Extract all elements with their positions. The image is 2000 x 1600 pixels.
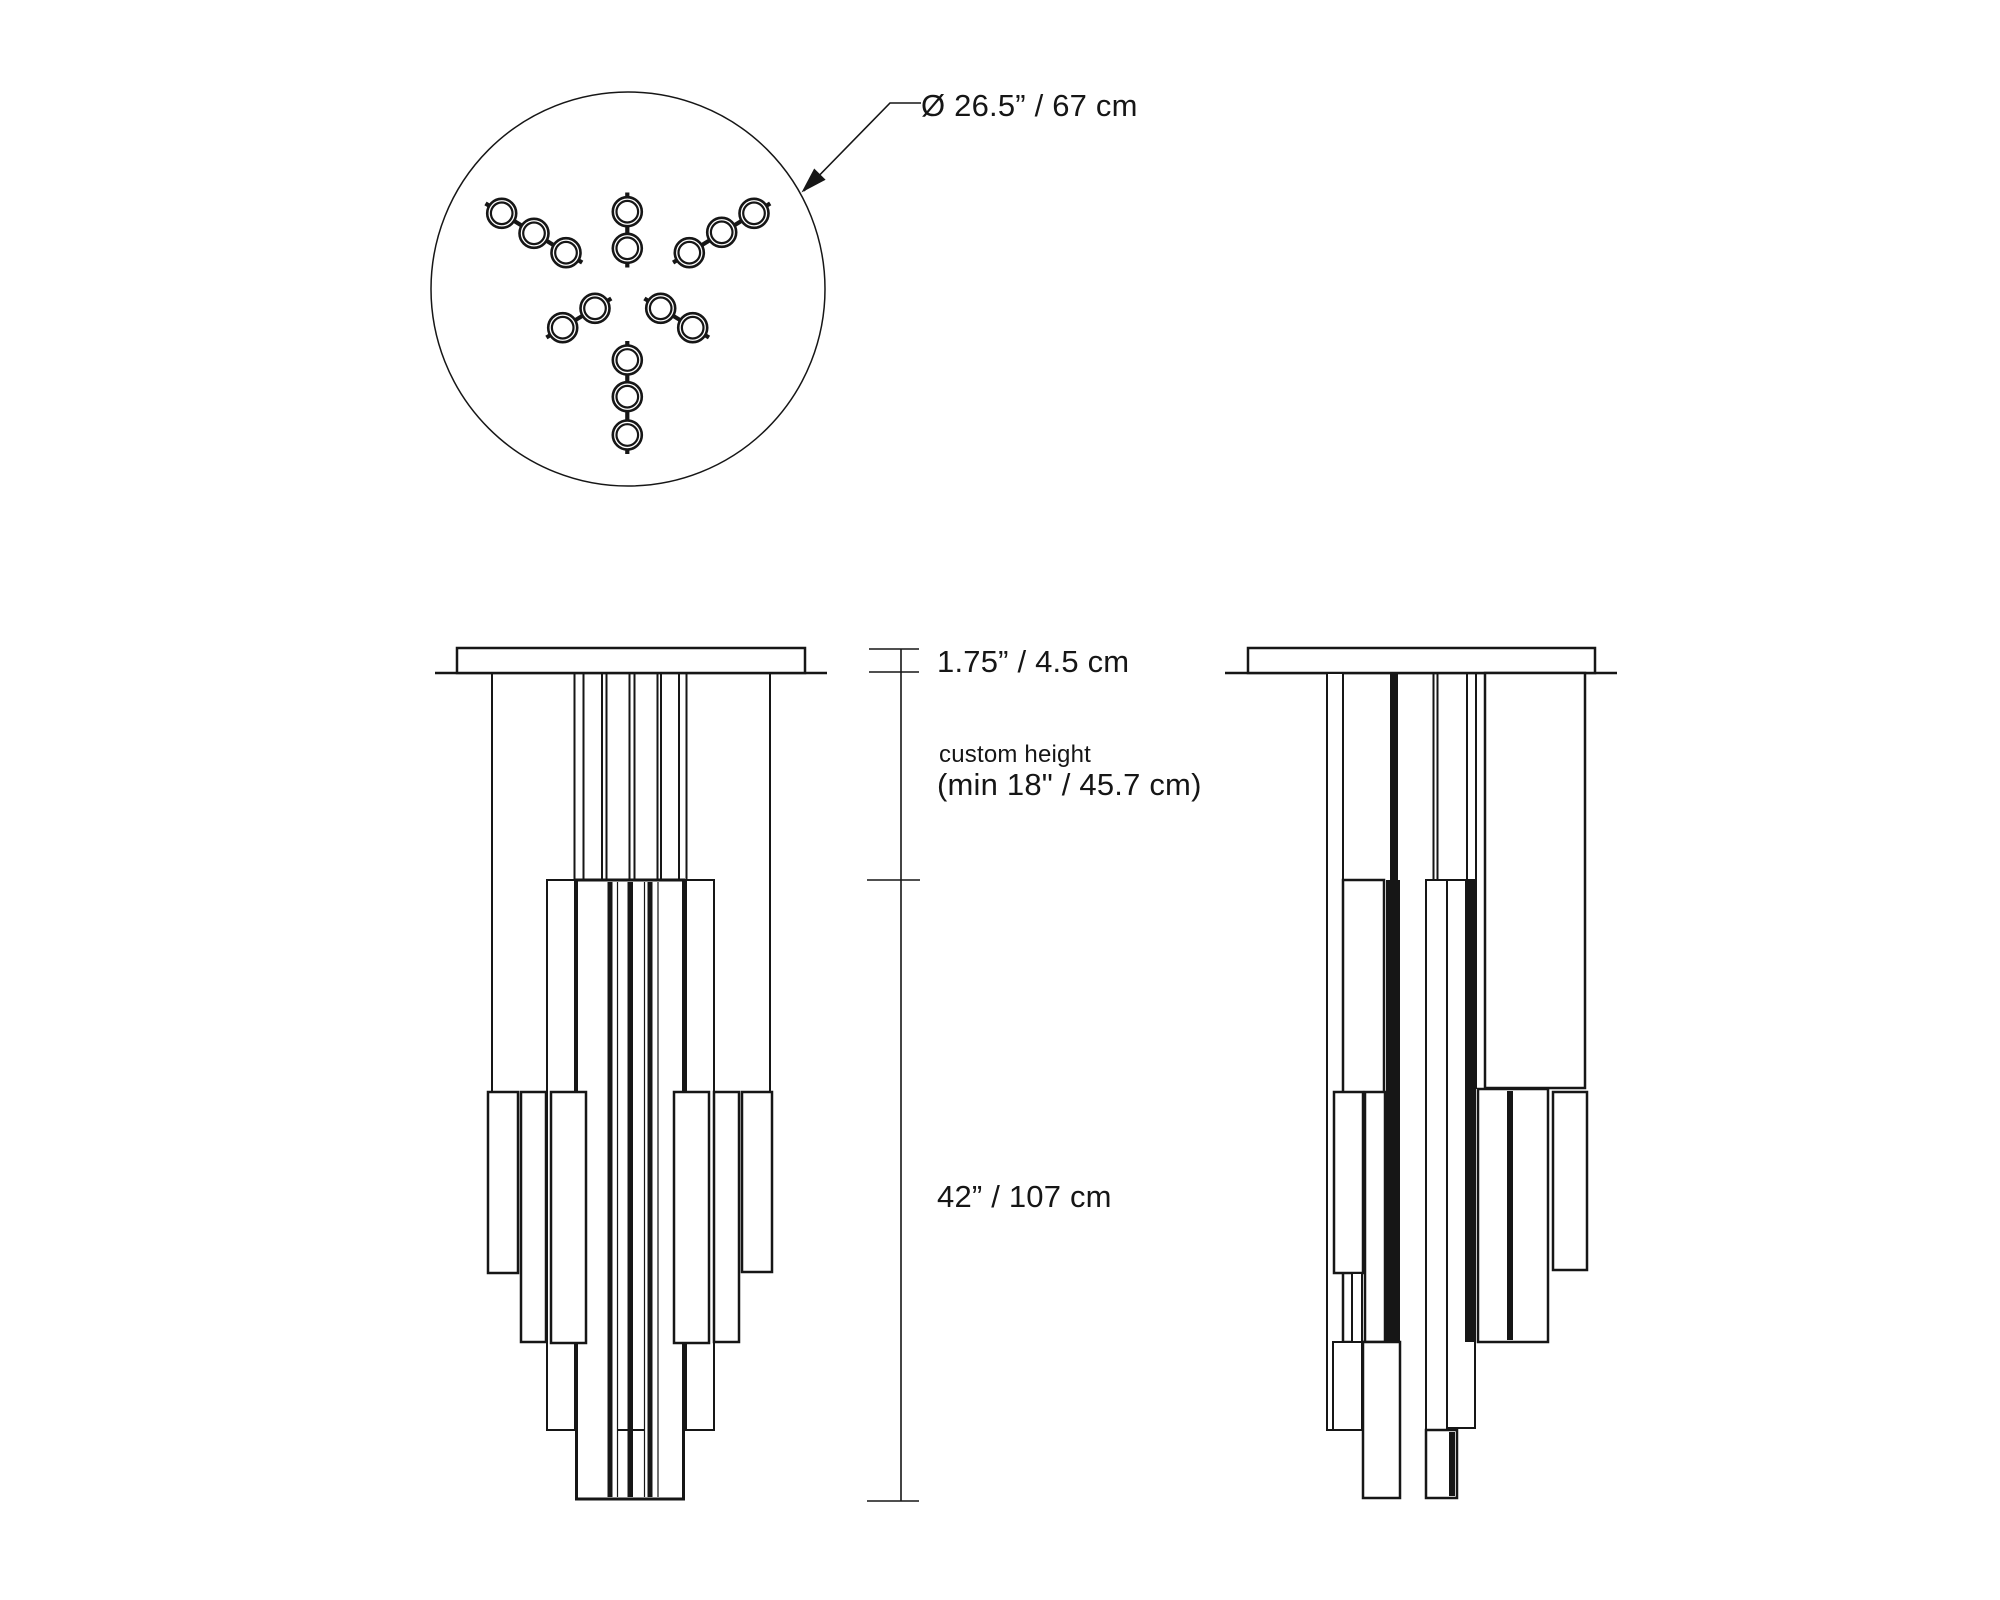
tube [1363,1090,1387,1344]
top-view [430,91,826,487]
lamp-ring [546,311,579,344]
light-cluster [485,195,770,451]
canopy-height-label: 1.75” / 4.5 cm [937,644,1130,679]
tube [1351,1272,1363,1343]
central-tube-bundle [575,878,685,1501]
dark-tube [1507,1091,1513,1340]
side-view [1225,646,1617,1500]
dimension-line [867,648,920,1502]
lamp-ring [644,292,677,325]
tube [1425,879,1448,1431]
tube [712,1090,741,1344]
lamp-ring [579,292,611,325]
arrowhead-icon [801,168,826,193]
tube [1551,1090,1589,1272]
custom-height-label: custom height [939,741,1092,768]
fixture-height-label: 42” / 107 cm [937,1179,1112,1214]
lamp-ring [485,197,518,230]
canopy [1246,646,1597,675]
tube [1361,1340,1402,1500]
lamp-ring [611,195,644,228]
tube [519,1090,548,1344]
canopy [455,646,807,675]
lamp-ring [611,232,644,265]
dark-tube [1465,880,1475,1342]
tube [1326,672,1344,1431]
lamp-ring [705,216,738,249]
canopy-plate-outline [430,91,826,487]
tube [486,1090,520,1275]
lamp-ring [611,380,644,413]
tube [672,1090,711,1345]
lamp-ring [550,236,582,269]
dark-tube [1386,880,1400,1343]
lamp-ring [518,217,550,250]
tube [1332,1341,1363,1431]
dark-tube [1390,673,1398,882]
tube [1483,671,1587,1090]
outer-tubes [486,1090,774,1345]
tube [1332,1090,1365,1275]
lamp-ring [611,419,644,451]
outer-tubes [1332,1087,1589,1500]
lamp-ring [673,236,706,269]
tube [740,1090,774,1274]
lamp-ring [611,344,644,376]
suspension-rods [491,673,771,1093]
tube [549,1090,588,1345]
lamp-ring [676,311,709,344]
diameter-leader [801,102,921,193]
lamp-ring [738,197,770,230]
dark-tube [1449,1432,1455,1496]
min-height-label: (min 18" / 45.7 cm) [937,767,1202,802]
diameter-label: Ø 26.5” / 67 cm [921,88,1138,123]
front-view [435,646,827,1501]
